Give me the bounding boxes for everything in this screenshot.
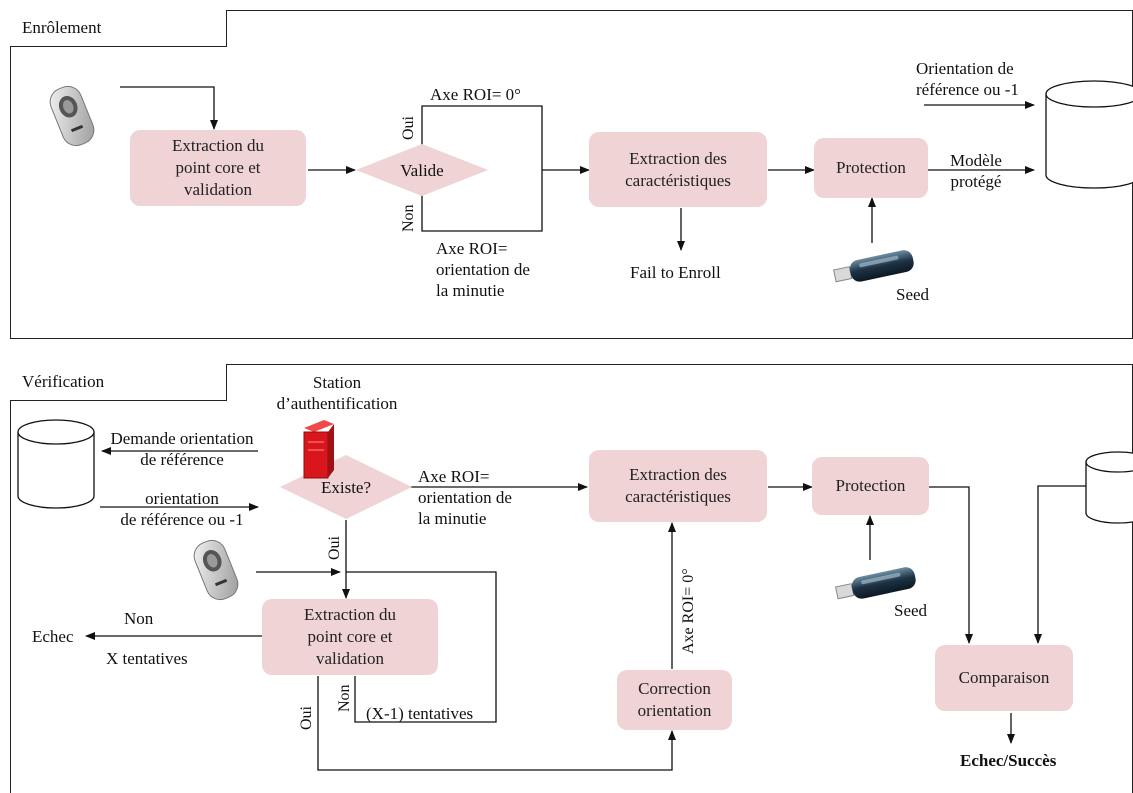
usb-key-icon <box>832 250 914 283</box>
database-cylinder-icon <box>1085 451 1133 524</box>
existe-label: Existe? <box>320 478 372 497</box>
oui-top-label: Oui <box>326 536 343 560</box>
oui-label: Oui <box>400 116 417 140</box>
arrow-db-comparaison <box>1034 485 1086 644</box>
valide-label: Valide <box>400 161 444 180</box>
loop-retry <box>346 571 497 723</box>
path-oui-correction <box>317 676 676 771</box>
axe-minutie-v-label: Axe ROI= orientation de la minutie <box>418 467 512 528</box>
orientation-ref-label: Orientation de référence ou -1 <box>916 59 1019 99</box>
valide-diamond <box>356 144 488 196</box>
correction-box: Correction orientation <box>617 670 732 730</box>
arrow-protection-comparaison <box>929 486 973 644</box>
echec-label: Echec <box>32 627 74 646</box>
x-tentatives-label: X tentatives <box>106 649 188 668</box>
branch-oui <box>421 105 543 170</box>
non-left-label: Non <box>124 609 154 628</box>
axe-zero-label: Axe ROI= 0° <box>430 85 521 104</box>
extraction-car-box: Extraction des caractéristiques <box>589 132 767 207</box>
server-icon <box>303 420 334 479</box>
protection-box: Protection <box>814 138 928 198</box>
fail-to-enroll-label: Fail to Enroll <box>630 263 721 282</box>
orientation-label: orientation de référence ou -1 <box>120 489 244 529</box>
seed-label: Seed <box>896 285 930 304</box>
oui-left-label: Oui <box>298 706 315 730</box>
fingerprint-scanner-icon <box>193 539 239 601</box>
enrolment-tab: Enrôlement <box>10 10 227 47</box>
fingerprint-scanner-icon <box>49 85 95 147</box>
station-label: Station d’authentification <box>276 373 398 413</box>
protection-v-box: Protection <box>812 457 929 515</box>
modele-protege-label: Modèle protégé <box>950 151 1002 191</box>
database-cylinder-icon <box>1045 80 1133 189</box>
extraction-core-box: Extraction du point core et validation <box>130 130 306 206</box>
seed-v-label: Seed <box>894 601 928 620</box>
extraction-core-v-box: Extraction du point core et validation <box>262 599 438 675</box>
verification-tab: Vérification <box>10 364 227 401</box>
result-label: Echec/Succès <box>960 751 1057 770</box>
arrow-scanner-to-core <box>120 86 218 130</box>
axe-minutie-label: Axe ROI= orientation de la minutie <box>436 239 530 300</box>
x1-tentatives-label: (X-1) tentatives <box>366 704 474 723</box>
non-bottom-label: Non <box>336 684 353 712</box>
demande-label: Demande orientation de référence <box>110 429 254 469</box>
usb-key-icon <box>834 567 916 600</box>
comparaison-box: Comparaison <box>935 645 1073 711</box>
axe-zero-v-label: Axe ROI= 0° <box>680 568 697 654</box>
branch-non <box>421 170 543 232</box>
database-cylinder-icon <box>17 419 95 509</box>
extraction-car-v-box: Extraction des caractéristiques <box>589 450 767 522</box>
non-label: Non <box>400 204 417 232</box>
